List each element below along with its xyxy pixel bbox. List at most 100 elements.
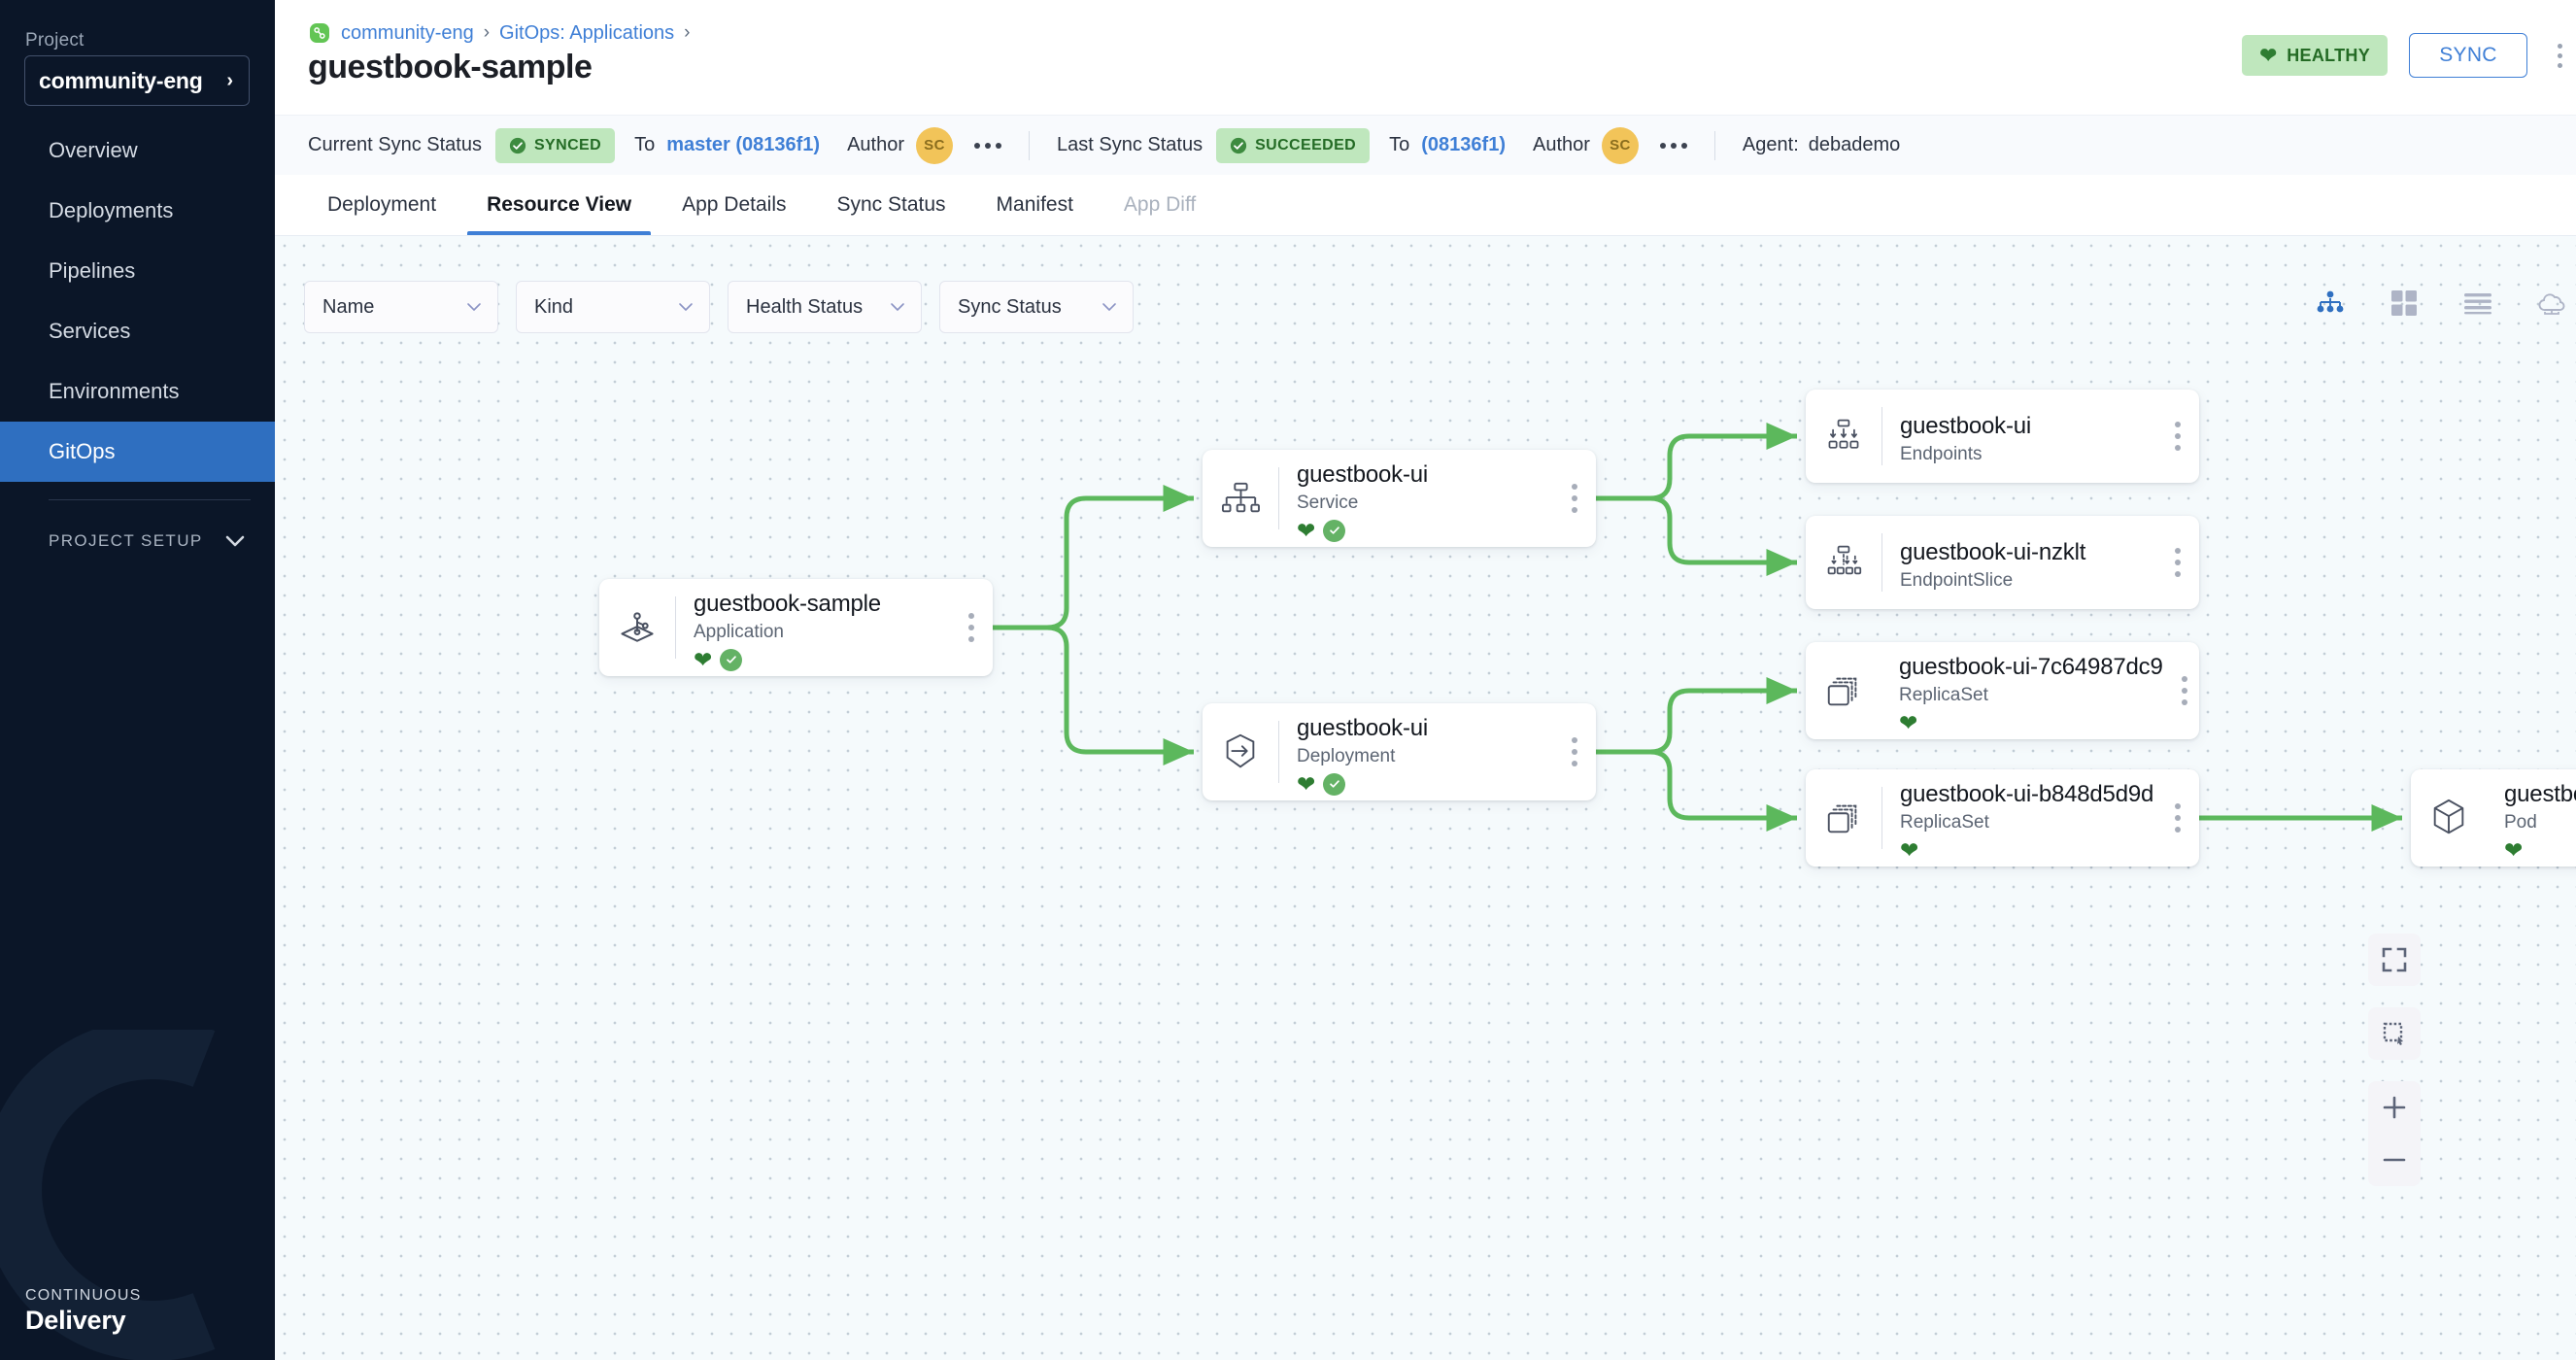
filter-kind[interactable]: Kind <box>516 281 710 333</box>
tab-app-details[interactable]: App Details <box>657 175 811 235</box>
graph-node-endpointslice[interactable]: guestbook-ui-nzklt EndpointSlice <box>1806 516 2199 609</box>
tab-deployment[interactable]: Deployment <box>302 175 461 235</box>
sidebar-section-project-setup[interactable]: PROJECT SETUP <box>0 522 275 561</box>
selection-box-button[interactable] <box>2368 1007 2421 1060</box>
zoom-out-button[interactable] <box>2368 1134 2421 1186</box>
breadcrumb-separator: › <box>483 22 491 43</box>
project-avatar-icon <box>310 23 329 43</box>
grid-view-icon[interactable] <box>2388 287 2421 320</box>
header-more-menu-button[interactable] <box>2549 33 2570 78</box>
endpointslice-icon <box>1806 516 1881 609</box>
graph-node-application[interactable]: guestbook-sample Application ❤ <box>599 579 993 676</box>
graph-node-service[interactable]: guestbook-ui Service ❤ <box>1203 450 1596 547</box>
current-sync-more-button[interactable] <box>974 142 1001 149</box>
chevron-down-icon <box>467 303 481 311</box>
breadcrumb-link-project[interactable]: community-eng <box>341 21 474 44</box>
dot <box>996 142 1001 149</box>
tab-sync-status[interactable]: Sync Status <box>811 175 970 235</box>
fit-to-screen-button[interactable] <box>2368 934 2421 986</box>
graph-node-deployment[interactable]: guestbook-ui Deployment ❤ <box>1203 703 1596 800</box>
application-icon <box>599 579 675 676</box>
node-body: guestbook-ui Endpoints <box>1882 390 2156 483</box>
filter-health-status[interactable]: Health Status <box>728 281 922 333</box>
node-menu-button[interactable] <box>1553 450 1596 547</box>
node-menu-button[interactable] <box>2156 769 2199 867</box>
sidebar-nav: Overview Deployments Pipelines Services … <box>0 120 275 561</box>
dot <box>1572 507 1577 513</box>
current-sync-author-label: Author <box>847 134 904 155</box>
graph-node-endpoints[interactable]: guestbook-ui Endpoints <box>1806 390 2199 483</box>
current-sync-revision[interactable]: master (08136f1) <box>666 134 821 155</box>
node-menu-button[interactable] <box>2156 390 2199 483</box>
dot <box>1670 142 1677 149</box>
node-menu-button[interactable] <box>950 579 993 676</box>
breadcrumb-link-gitops-applications[interactable]: GitOps: Applications <box>499 21 675 44</box>
graph-node-pod[interactable]: guestbook-ui-b848d5d9… Pod ❤ <box>2411 769 2576 867</box>
dot <box>2175 445 2181 451</box>
node-body: guestbook-ui-nzklt EndpointSlice <box>1882 516 2156 609</box>
graph-node-replicaset-7c64987dc9[interactable]: guestbook-ui-7c64987dc9 ReplicaSet ❤ <box>1806 642 2199 739</box>
dot <box>1659 142 1666 149</box>
filter-sync-status[interactable]: Sync Status <box>939 281 1134 333</box>
resource-graph-canvas[interactable]: Name Kind Health Status Sync Status <box>275 235 2576 1360</box>
node-body: guestbook-ui-7c64987dc9 ReplicaSet ❤ <box>1881 642 2163 739</box>
dot <box>1572 749 1577 755</box>
dot <box>1572 737 1577 743</box>
sync-check-icon <box>1323 772 1346 796</box>
dot <box>2175 548 2181 554</box>
last-sync-more-button[interactable] <box>1659 142 1687 149</box>
sidebar-item-services[interactable]: Services <box>0 301 275 361</box>
tab-label: Manifest <box>996 193 1073 216</box>
node-menu-button[interactable] <box>2163 642 2206 739</box>
project-name: community-eng <box>39 67 203 93</box>
chevron-down-icon <box>1102 303 1116 311</box>
node-kind: Endpoints <box>1900 444 1983 464</box>
check-circle-icon <box>1230 137 1247 153</box>
sidebar-section-label: PROJECT SETUP <box>49 531 203 550</box>
project-selector[interactable]: community-eng › <box>24 55 250 106</box>
network-view-icon[interactable] <box>2535 287 2568 320</box>
dot <box>2181 688 2187 694</box>
graph-node-replicaset-b848d5d9d[interactable]: guestbook-ui-b848d5d9d ReplicaSet ❤ <box>1806 769 2199 867</box>
endpoints-icon <box>1806 390 1881 483</box>
brand-logo: CONTINUOUS Delivery <box>25 1287 142 1337</box>
list-view-icon[interactable] <box>2461 287 2494 320</box>
node-name: guestbook-sample <box>694 590 881 617</box>
avatar: SC <box>916 126 953 164</box>
divider <box>1881 787 1882 849</box>
divider <box>1278 721 1279 783</box>
filter-name[interactable]: Name <box>304 281 498 333</box>
sync-button[interactable]: SYNC <box>2409 33 2527 78</box>
tab-resource-view[interactable]: Resource View <box>461 175 657 235</box>
sidebar-item-pipelines[interactable]: Pipelines <box>0 241 275 301</box>
tree-view-icon[interactable] <box>2314 287 2347 320</box>
dot <box>974 142 980 149</box>
tab-manifest[interactable]: Manifest <box>971 175 1099 235</box>
current-sync-to-label: To <box>634 134 656 155</box>
zoom-in-button[interactable] <box>2368 1081 2421 1134</box>
tab-label: App Diff <box>1123 193 1197 216</box>
sidebar-item-overview[interactable]: Overview <box>0 120 275 181</box>
chevron-down-icon <box>679 303 693 311</box>
node-name: guestbook-ui-b848d5d9… <box>2504 780 2576 807</box>
pod-icon <box>2411 769 2487 867</box>
brand-line-1: CONTINUOUS <box>25 1287 142 1305</box>
node-body: guestbook-ui Service ❤ <box>1279 450 1553 547</box>
breadcrumb-separator: › <box>684 22 691 43</box>
node-menu-button[interactable] <box>2156 516 2199 609</box>
node-menu-button[interactable] <box>1553 703 1596 800</box>
current-sync-status-chip: SYNCED <box>494 127 616 163</box>
sidebar-item-gitops[interactable]: GitOps <box>0 422 275 482</box>
node-badges: ❤ <box>694 648 950 671</box>
last-sync-revision[interactable]: (08136f1) <box>1421 134 1506 155</box>
node-kind: ReplicaSet <box>1900 811 1989 833</box>
dot <box>968 625 974 630</box>
health-status-badge[interactable]: ❤ HEALTHY <box>2242 35 2388 76</box>
sidebar-item-environments[interactable]: Environments <box>0 361 275 422</box>
dot <box>2175 827 2181 833</box>
dot <box>1572 761 1577 766</box>
node-name: guestbook-ui <box>1900 413 2032 439</box>
page-title: guestbook-sample <box>308 49 593 85</box>
sidebar-item-deployments[interactable]: Deployments <box>0 181 275 241</box>
